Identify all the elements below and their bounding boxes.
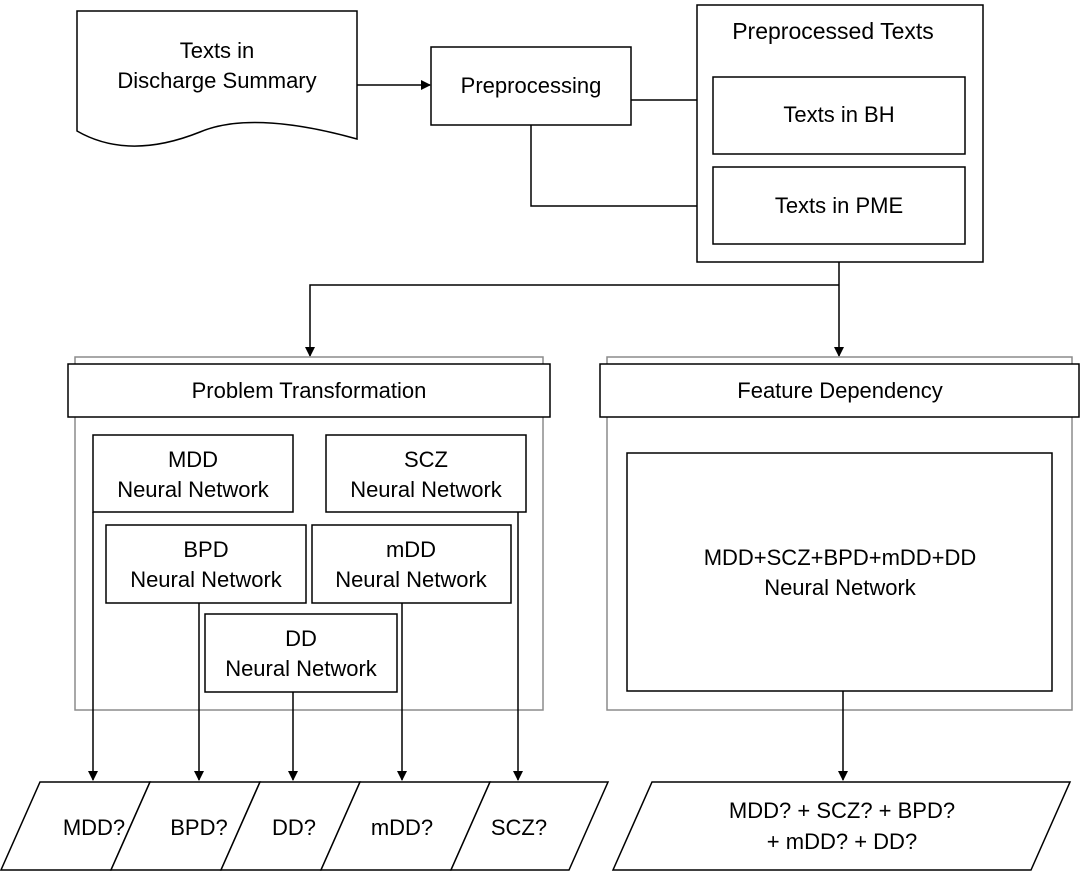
output-bpd-label: BPD?: [170, 815, 227, 840]
minor-dd-network-sub: Neural Network: [335, 567, 488, 592]
output-mdd-label: MDD?: [63, 815, 125, 840]
preprocessed-texts-container: Preprocessed Texts Texts in BH Texts in …: [696, 4, 984, 263]
bpd-network-sub: Neural Network: [130, 567, 283, 592]
output-dd-label: DD?: [272, 815, 316, 840]
feature-dependency-panel: Feature Dependency MDD+SCZ+BPD+mDD+DD Ne…: [599, 356, 1080, 711]
document-label-line2: Discharge Summary: [117, 68, 316, 93]
minor-dd-network-name: mDD: [386, 537, 436, 562]
combined-output: [611, 781, 1072, 871]
dd-network-name: DD: [285, 626, 317, 651]
output-minor-dd-label: mDD?: [371, 815, 433, 840]
combined-network-line2: Neural Network: [764, 575, 917, 600]
texts-in-bh-label: Texts in BH: [783, 102, 894, 127]
arrow-to-problem-transformation: [305, 284, 839, 357]
problem-transformation-title: Problem Transformation: [192, 378, 427, 403]
scz-network-name: SCZ: [404, 447, 448, 472]
scz-network-box: [325, 434, 527, 513]
problem-transformation-header: [67, 363, 551, 418]
problem-transformation-panel: Problem Transformation MDD Neural Networ…: [67, 356, 551, 781]
bpd-network-box: [105, 524, 307, 604]
minor-dd-network-box: [311, 524, 512, 604]
feature-dependency-frame: [606, 356, 1073, 711]
arrow-preprocessing-to-pme: [530, 125, 714, 211]
texts-in-pme-box: [712, 166, 966, 245]
combined-network-box: [626, 452, 1053, 692]
feature-dependency-title: Feature Dependency: [737, 378, 942, 403]
combined-network-line1: MDD+SCZ+BPD+mDD+DD: [704, 545, 977, 570]
output-scz: [449, 781, 610, 871]
preprocessing-box: Preprocessing: [430, 46, 632, 126]
preprocessed-texts-title: Preprocessed Texts: [732, 18, 934, 44]
preprocessing-label: Preprocessing: [461, 73, 602, 98]
mdd-network-name: MDD: [168, 447, 218, 472]
scz-network-sub: Neural Network: [350, 477, 503, 502]
mdd-network-box: [92, 434, 294, 513]
combined-output-line2: + mDD? + DD?: [767, 829, 917, 854]
dd-network-sub: Neural Network: [225, 656, 378, 681]
dd-network-box: [204, 613, 398, 693]
problem-transformation-outputs: MDD? BPD? DD? mDD? SCZ?: [0, 781, 610, 871]
bpd-network-name: BPD: [183, 537, 228, 562]
feature-dependency-output: MDD? + SCZ? + BPD? + mDD? + DD?: [611, 781, 1072, 871]
feature-dependency-header: [599, 363, 1080, 418]
combined-output-line1: MDD? + SCZ? + BPD?: [729, 798, 955, 823]
texts-in-bh-box: [712, 76, 966, 155]
discharge-summary-document: Texts in Discharge Summary: [76, 10, 358, 147]
texts-in-pme-label: Texts in PME: [775, 193, 903, 218]
output-scz-label: SCZ?: [491, 815, 547, 840]
mdd-network-sub: Neural Network: [117, 477, 270, 502]
problem-transformation-frame: [74, 356, 544, 711]
document-label-line1: Texts in: [180, 38, 255, 63]
